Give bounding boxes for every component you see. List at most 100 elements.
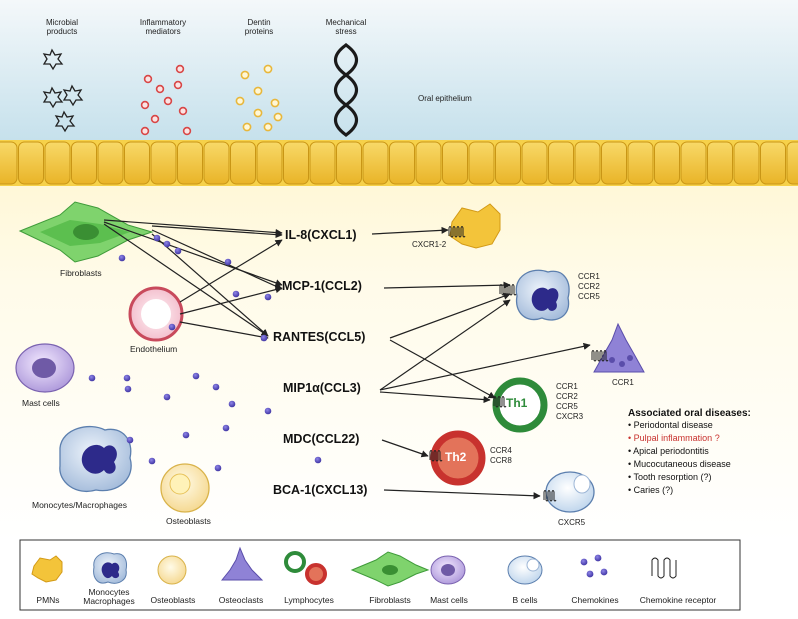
legend-mast-cell-icon [430,555,466,585]
epithelial-cell [442,141,468,185]
chemokine-dot [174,247,182,255]
epithelial-cell [601,141,627,185]
target-monocyte-cell [515,269,570,321]
epithelial-cell [283,141,309,185]
legend-label-b-cells: B cells [512,595,538,605]
signal-arrow [179,321,269,341]
legend-label-mast-cells: Mast cells [430,595,468,605]
tissue-background [0,140,798,540]
chemokine-dot [148,457,156,465]
dentin-protein-dot [270,98,280,108]
endothelium-label: Endothelium [130,344,178,354]
monocytes-macrophages-label: Monocytes/Macrophages [32,500,127,510]
epithelial-cell [654,141,680,185]
th1-receptor-icon [493,396,507,408]
osteoblast-cell [160,463,210,513]
epithelial-cell [177,141,203,185]
osteoclast-receptor-icon [591,350,609,362]
stimulus-label-microbial: Microbial products [45,18,78,36]
legend-icons [31,546,677,587]
dentin-protein-dot [253,86,263,96]
epithelial-cell [627,141,654,185]
inflammatory-mediator-dot [178,106,188,116]
th2-label: Th2 [445,450,467,464]
legend-label-monocytes: Monocytes Macrophages [83,587,135,606]
legend-fibroblast-icon [350,551,430,587]
inflammatory-mediator-dot [143,74,153,84]
mast-cell [15,343,75,393]
legend-osteoclast-icon [220,546,264,581]
signal-arrow [179,239,283,303]
legend-chemokine-dots-icon [580,554,608,578]
th2-receptor-icon [429,450,443,462]
epithelial-cell [548,141,574,185]
oral-epithelium-layer [0,140,798,186]
chemokine-dot [163,393,171,401]
inflammatory-mediator-dot [140,126,150,136]
signaling-arrows [103,219,591,500]
legend-lymphocyte-green-icon [284,551,306,573]
epithelial-cell [760,141,786,185]
oral-cavity-background [0,0,798,140]
signal-arrow [103,221,283,287]
epithelial-cell [362,141,389,185]
disease-item: • Pulpal inflammation ? [628,433,720,443]
mast-cells-label: Mast cells [22,398,60,408]
epithelial-cell [495,141,521,185]
associated-diseases-title: Associated oral diseases: [628,408,751,419]
chemokine-dot [222,424,230,432]
epithelial-cell [256,141,283,185]
disease-item: • Periodontal disease [628,420,713,430]
chemokine-rantes: RANTES(CCL5) [273,330,366,344]
dentin-protein-dot [263,122,273,132]
dentin-protein-dot [235,96,245,106]
epithelial-cell [680,141,707,185]
epithelial-cell [389,141,415,185]
epithelial-cell [150,141,177,185]
chemokine-mcp1: MCP-1(CCL2) [282,279,362,293]
chemokine-dot [224,258,232,266]
legend-monocyte-icon [93,552,127,584]
chemokine-dot [232,290,240,298]
dentin-protein-dot [242,122,252,132]
inflammatory-mediator-dot [173,80,183,90]
associated-diseases-list: • Periodontal disease • Pulpal inflammati… [628,419,751,497]
signal-arrow [379,391,491,404]
signal-arrow [151,233,269,337]
disease-item: • Mucocutaneous disease [628,459,731,469]
signal-arrow [389,339,496,399]
dentin-protein-dot [253,108,263,118]
legend-lymphocyte-red-icon [305,563,327,585]
disease-item: • Apical periodontitis [628,446,709,456]
chemokine-dot [182,431,190,439]
legend-label-osteoclasts: Osteoclasts [218,595,264,605]
oral-epithelium-label: Oral epithelium [418,94,472,103]
chemokine-dot [124,385,132,393]
pmn-cell [449,203,501,249]
legend-label-pmns: PMNs [36,595,60,605]
pmn-receptor-icon [448,226,466,238]
signal-arrow [379,299,511,391]
legend-label-fibroblasts: Fibroblasts [369,595,411,605]
chemokine-dot [168,323,176,331]
chemokine-dot [214,464,222,472]
microbial-products-icon [42,48,84,133]
signal-arrow [389,292,511,339]
legend-osteoblast-icon [157,555,187,585]
chemokine-dot [314,456,322,464]
dentin-protein-dot [263,64,273,74]
legend-pmn-icon [31,555,63,583]
monocyte-macrophage-cell [59,426,132,492]
signal-arrow [103,223,269,337]
inflammatory-mediator-dot [175,64,185,74]
epithelial-cell [707,141,733,185]
th2-receptors-label: CCR4 CCR8 [490,446,512,465]
epithelial-cell [71,141,97,185]
stimulus-label-mechanical: Mechanical stress [325,18,367,36]
chemokine-dot [264,407,272,415]
signal-arrow [103,219,283,237]
epithelial-cell [309,141,336,185]
epithelial-cell [97,141,124,185]
dentin-protein-dot [240,70,250,80]
